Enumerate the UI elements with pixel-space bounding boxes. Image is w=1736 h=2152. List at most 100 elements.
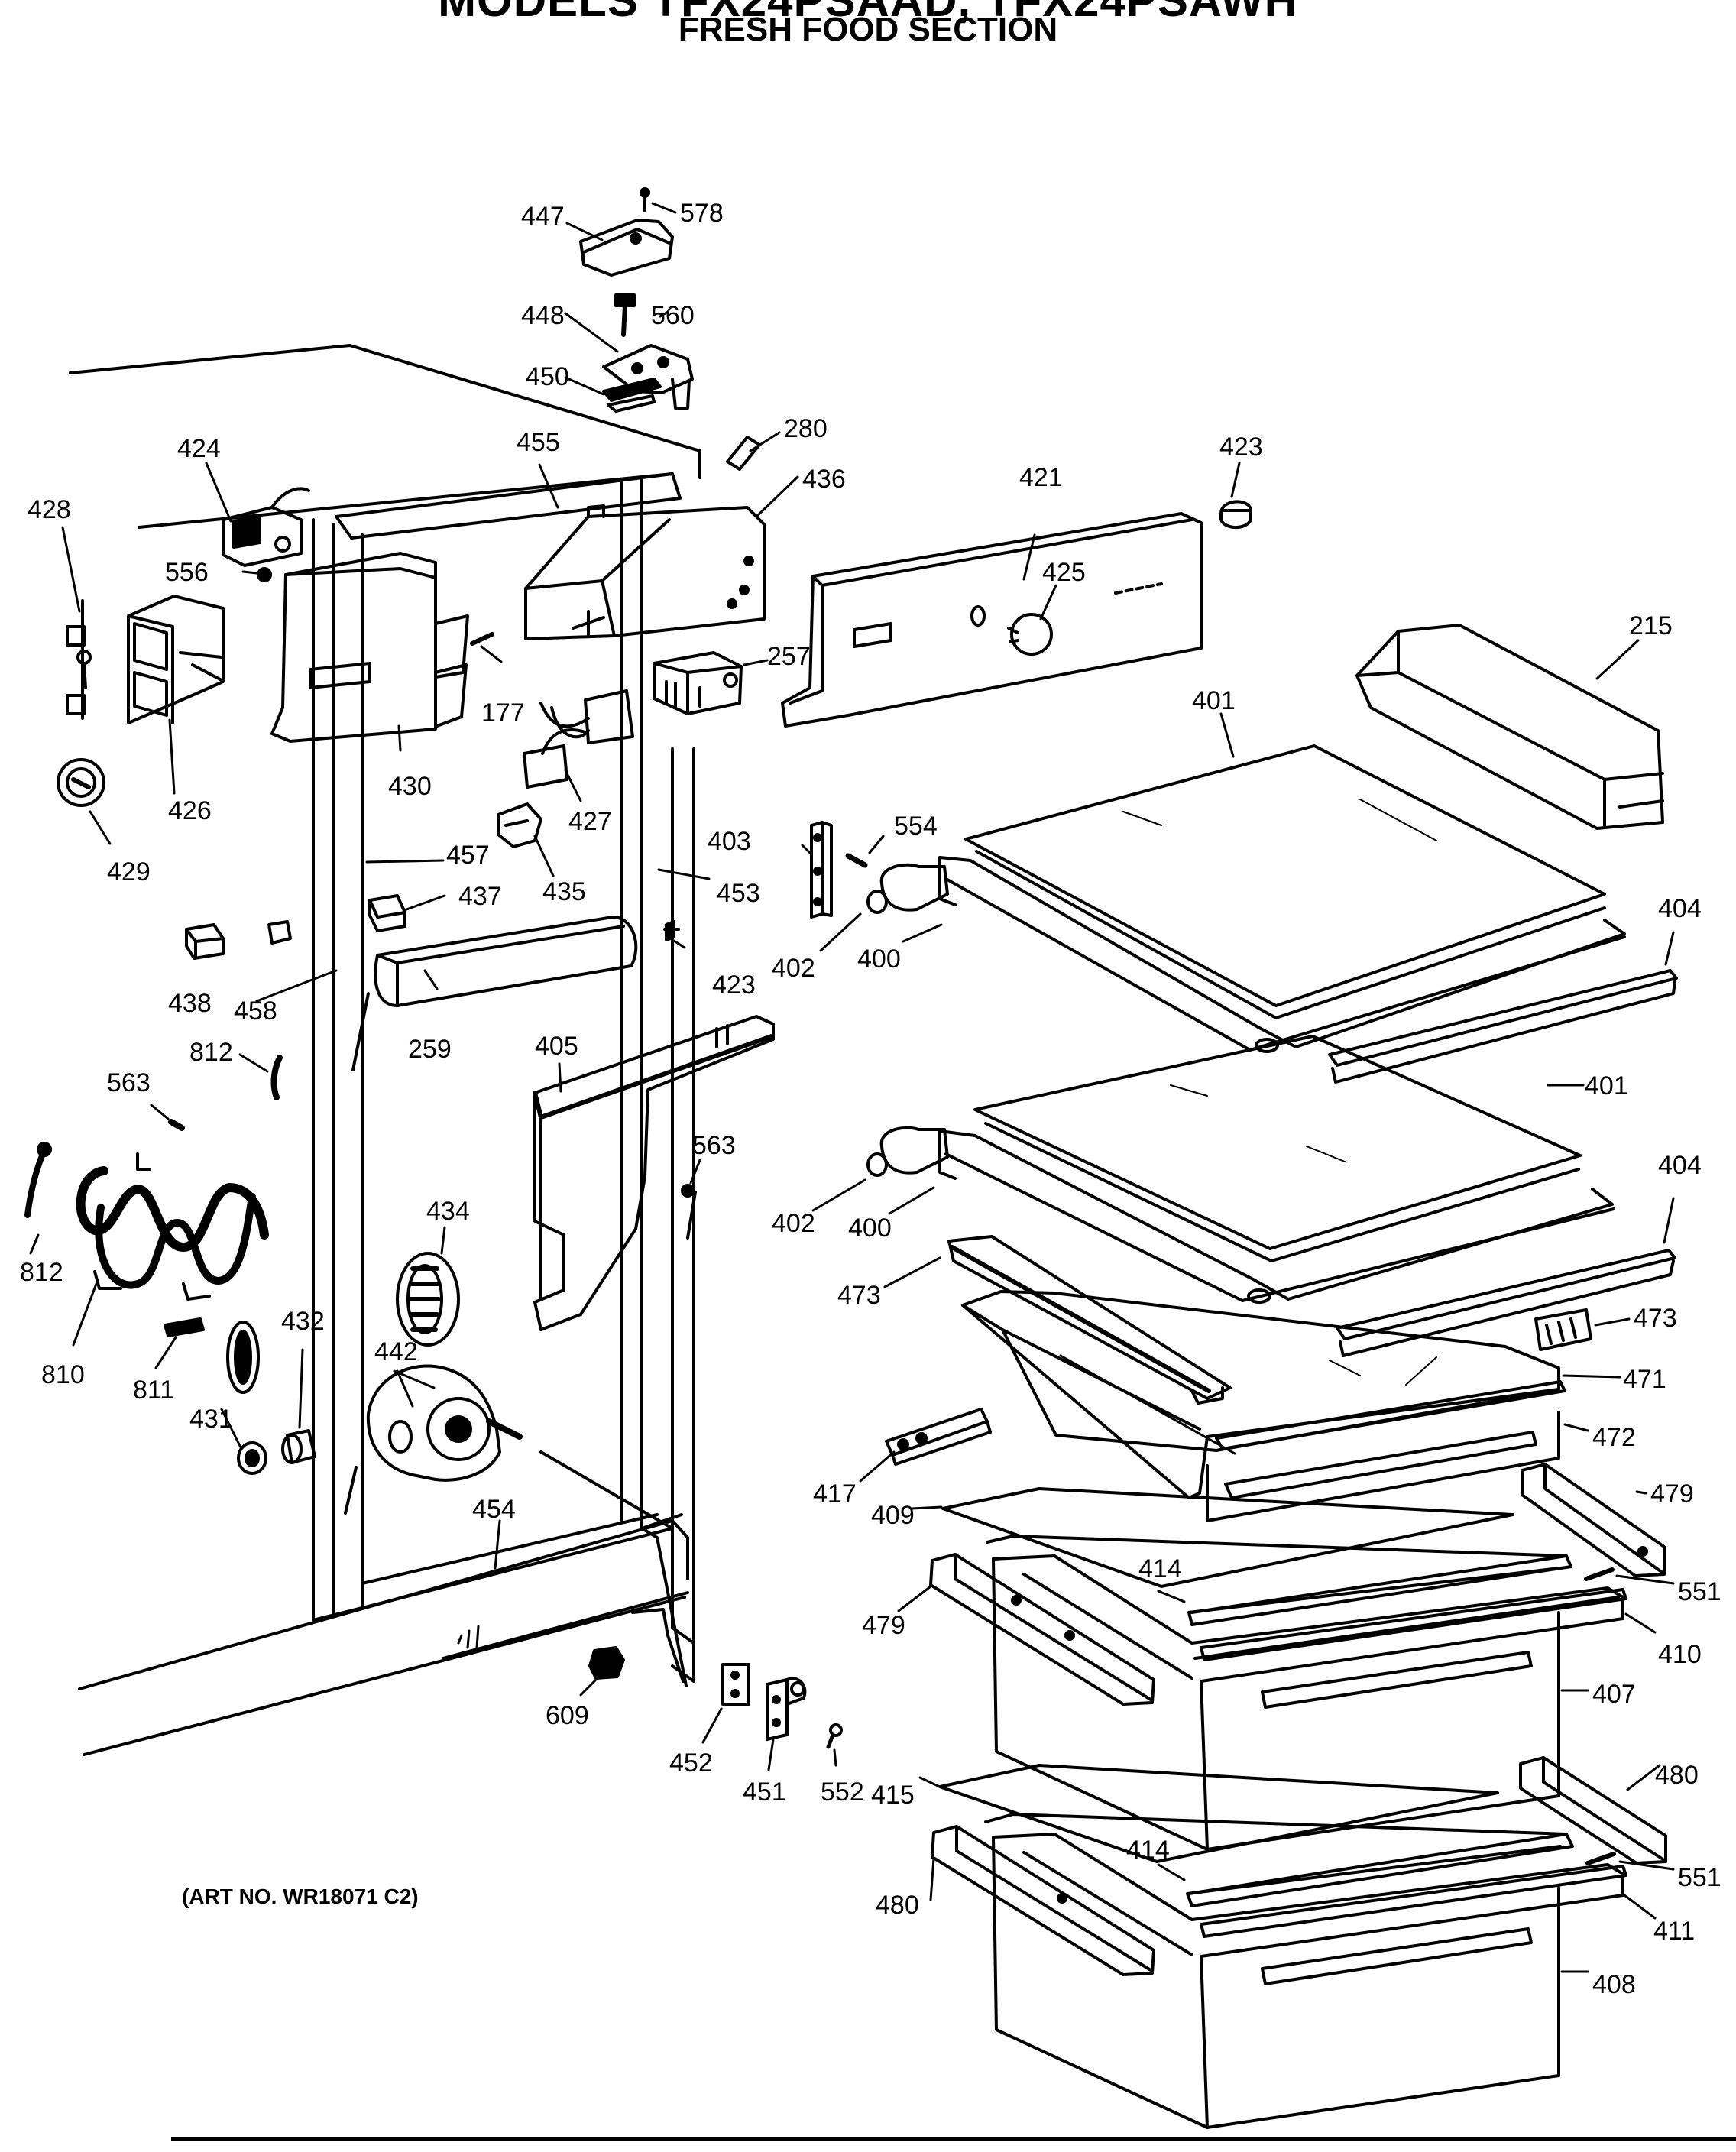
callout-479-left: 479 bbox=[862, 1611, 905, 1640]
housing-430 bbox=[270, 552, 469, 743]
divider-405 bbox=[533, 1015, 775, 1331]
pan-rail-472 bbox=[1215, 1380, 1566, 1450]
callout-472: 472 bbox=[1592, 1423, 1636, 1452]
callout-455: 455 bbox=[517, 428, 560, 457]
callout-259: 259 bbox=[408, 1035, 452, 1064]
grommet-431 bbox=[237, 1441, 267, 1475]
callout-421: 421 bbox=[1019, 463, 1063, 492]
callout-551-lower: 551 bbox=[1678, 1863, 1721, 1892]
callout-401-upper: 401 bbox=[1192, 686, 1236, 715]
drain-trough-434 bbox=[396, 1252, 460, 1347]
clip-812-left bbox=[24, 1142, 52, 1218]
callout-402-upper: 402 bbox=[772, 954, 815, 983]
screw-556 bbox=[257, 567, 272, 582]
cabinet bbox=[69, 344, 701, 1756]
screw-560 bbox=[614, 293, 636, 337]
callout-429: 429 bbox=[107, 857, 151, 886]
callout-458: 458 bbox=[234, 997, 277, 1026]
callout-471: 471 bbox=[1623, 1365, 1666, 1394]
slide-473 bbox=[1534, 1308, 1592, 1351]
bracket-454 bbox=[631, 1608, 685, 1683]
damper-442 bbox=[366, 1364, 523, 1482]
callout-427: 427 bbox=[568, 807, 612, 836]
heater-810 bbox=[76, 1152, 269, 1301]
callout-408: 408 bbox=[1592, 1970, 1636, 1999]
vertical-trim-403 bbox=[810, 821, 833, 919]
callout-563-upper: 563 bbox=[107, 1068, 151, 1097]
knob-425 bbox=[1007, 613, 1053, 656]
hinge-451 bbox=[766, 1677, 807, 1741]
callout-labels: 578 447 560 448 450 280 455 436 424 428 … bbox=[20, 199, 1721, 1999]
screw-554 bbox=[845, 853, 868, 868]
rail-479-left bbox=[929, 1553, 1155, 1706]
callout-424: 424 bbox=[177, 434, 221, 463]
callout-452: 452 bbox=[669, 1748, 713, 1778]
callout-417: 417 bbox=[813, 1480, 857, 1509]
screw-552 bbox=[826, 1723, 843, 1749]
page-header: MODELS TFX24PSAAD, TFX24PSAWH FRESH FOOD… bbox=[0, 0, 1736, 61]
shelf-bin-215 bbox=[1355, 624, 1664, 830]
light-bulb-423 bbox=[1219, 500, 1252, 529]
callout-812-upper: 812 bbox=[189, 1038, 233, 1067]
callout-432: 432 bbox=[281, 1307, 325, 1336]
rail-480-right bbox=[1519, 1756, 1667, 1865]
callout-404-upper: 404 bbox=[1658, 894, 1702, 923]
switch-437 bbox=[368, 894, 406, 932]
callout-423-top: 423 bbox=[1219, 433, 1263, 462]
control-panel-421 bbox=[781, 512, 1203, 728]
callout-425: 425 bbox=[1042, 558, 1086, 587]
callout-457: 457 bbox=[446, 841, 490, 870]
light-socket-435 bbox=[497, 802, 542, 848]
leader-lines bbox=[29, 202, 1675, 1973]
callout-450: 450 bbox=[526, 362, 569, 391]
plate-452 bbox=[721, 1663, 750, 1706]
housing-436 bbox=[524, 504, 766, 640]
pan-cover-473 bbox=[947, 1235, 1232, 1405]
callout-426: 426 bbox=[168, 796, 212, 825]
callout-473-left: 473 bbox=[837, 1281, 881, 1310]
screw-551-lower bbox=[1585, 1852, 1616, 1865]
callout-442: 442 bbox=[374, 1337, 418, 1366]
callout-401-lower: 401 bbox=[1585, 1071, 1628, 1100]
callout-435: 435 bbox=[542, 877, 586, 906]
callout-811: 811 bbox=[133, 1376, 174, 1405]
callout-454: 454 bbox=[472, 1495, 516, 1524]
callout-556: 556 bbox=[165, 558, 209, 587]
crisper-frame-414-upper bbox=[986, 1535, 1572, 1626]
screw-578 bbox=[640, 187, 650, 212]
callout-480-left: 480 bbox=[876, 1891, 919, 1920]
drain-431-grill bbox=[226, 1321, 260, 1394]
grommet-609 bbox=[588, 1646, 625, 1680]
screw-551-upper bbox=[1584, 1567, 1615, 1581]
trim-404-lower bbox=[1336, 1249, 1676, 1357]
shelf-support-402-lower bbox=[866, 1126, 949, 1177]
callout-436: 436 bbox=[802, 465, 846, 494]
bushing-432 bbox=[281, 1429, 316, 1464]
callout-551-upper: 551 bbox=[1678, 1577, 1721, 1606]
knob-429 bbox=[57, 758, 105, 807]
callout-453: 453 bbox=[717, 879, 760, 908]
callout-473-right: 473 bbox=[1634, 1304, 1677, 1333]
switch-438 bbox=[185, 923, 225, 960]
shim-450 bbox=[602, 378, 662, 413]
callout-415: 415 bbox=[871, 1781, 915, 1810]
callout-451: 451 bbox=[743, 1778, 786, 1807]
housing-426 bbox=[127, 595, 225, 724]
callout-410: 410 bbox=[1658, 1640, 1702, 1669]
rail-480-left bbox=[931, 1825, 1155, 1976]
screw-563-divider bbox=[681, 1184, 695, 1198]
callout-414-lower: 414 bbox=[1126, 1836, 1170, 1865]
callout-409: 409 bbox=[871, 1501, 915, 1530]
screw-563-heater bbox=[168, 1119, 185, 1131]
callout-434: 434 bbox=[426, 1197, 470, 1226]
callout-609: 609 bbox=[546, 1701, 589, 1730]
callout-411: 411 bbox=[1653, 1917, 1695, 1946]
callout-403: 403 bbox=[708, 827, 751, 856]
rail-479-right bbox=[1521, 1463, 1666, 1577]
glass-shelf-401-lower bbox=[973, 1035, 1582, 1262]
callout-560: 560 bbox=[651, 301, 695, 330]
callout-437: 437 bbox=[458, 882, 502, 911]
callout-177: 177 bbox=[481, 698, 525, 728]
part-280 bbox=[726, 436, 761, 471]
